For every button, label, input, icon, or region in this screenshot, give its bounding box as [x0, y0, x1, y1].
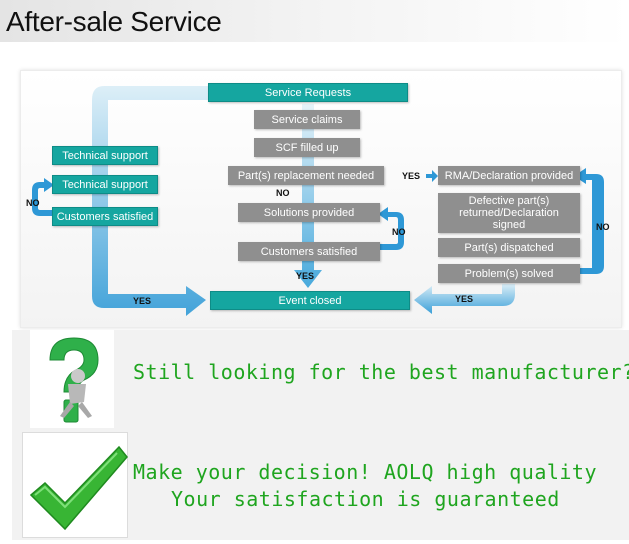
right-no-loop-arrow	[574, 168, 604, 274]
service-claims-box: Service claims	[254, 110, 360, 129]
center-vertical-arrow	[294, 104, 322, 288]
page-header	[0, 0, 629, 42]
no-label-center-1: NO	[276, 188, 290, 198]
scf-filled-up-box: SCF filled up	[254, 138, 360, 157]
yes-label-rma: YES	[402, 171, 421, 181]
left-customers-satisfied-box: Customers satisfied	[52, 207, 158, 226]
message-line-2: Make your decision! AOLQ high quality	[133, 460, 598, 484]
message-line-3: Your satisfaction is guaranteed	[171, 487, 560, 511]
service-requests-box: Service Requests	[208, 83, 408, 102]
technical-support-box-1: Technical support	[52, 146, 158, 165]
left-no-loop-arrow	[32, 178, 54, 216]
event-closed-box: Event closed	[210, 291, 410, 310]
yes-label-right: YES	[455, 294, 474, 304]
message-line-1: Still looking for the best manufacturer?	[133, 360, 629, 384]
center-no-loop-arrow	[378, 207, 404, 250]
yes-rma-arrow	[426, 170, 438, 182]
solutions-provided-box: Solutions provided	[238, 203, 380, 222]
no-label-right: NO	[596, 222, 610, 232]
left-loop-arrow	[95, 92, 208, 311]
page-title: After-sale Service	[6, 6, 222, 37]
right-loop-band	[414, 284, 515, 314]
no-label-left: NO	[26, 198, 40, 208]
no-label-center-2: NO	[392, 227, 406, 237]
parts-replacement-box: Part(s) replacement needed	[228, 166, 384, 185]
question-mark-figure-icon	[30, 330, 114, 428]
check-mark-icon	[22, 432, 128, 538]
problems-solved-box: Problem(s) solved	[438, 264, 580, 283]
yes-label-center: YES	[296, 271, 315, 281]
parts-dispatched-box: Part(s) dispatched	[438, 238, 580, 257]
defective-parts-box: Defective part(s) returned/Declaration s…	[438, 193, 580, 233]
rma-declaration-box: RMA/Declaration provided	[438, 166, 580, 185]
center-customers-satisfied-box: Customers satisfied	[238, 242, 380, 261]
technical-support-box-2: Technical support	[52, 175, 158, 194]
yes-label-left: YES	[133, 296, 152, 306]
left-loop-band	[92, 86, 208, 316]
